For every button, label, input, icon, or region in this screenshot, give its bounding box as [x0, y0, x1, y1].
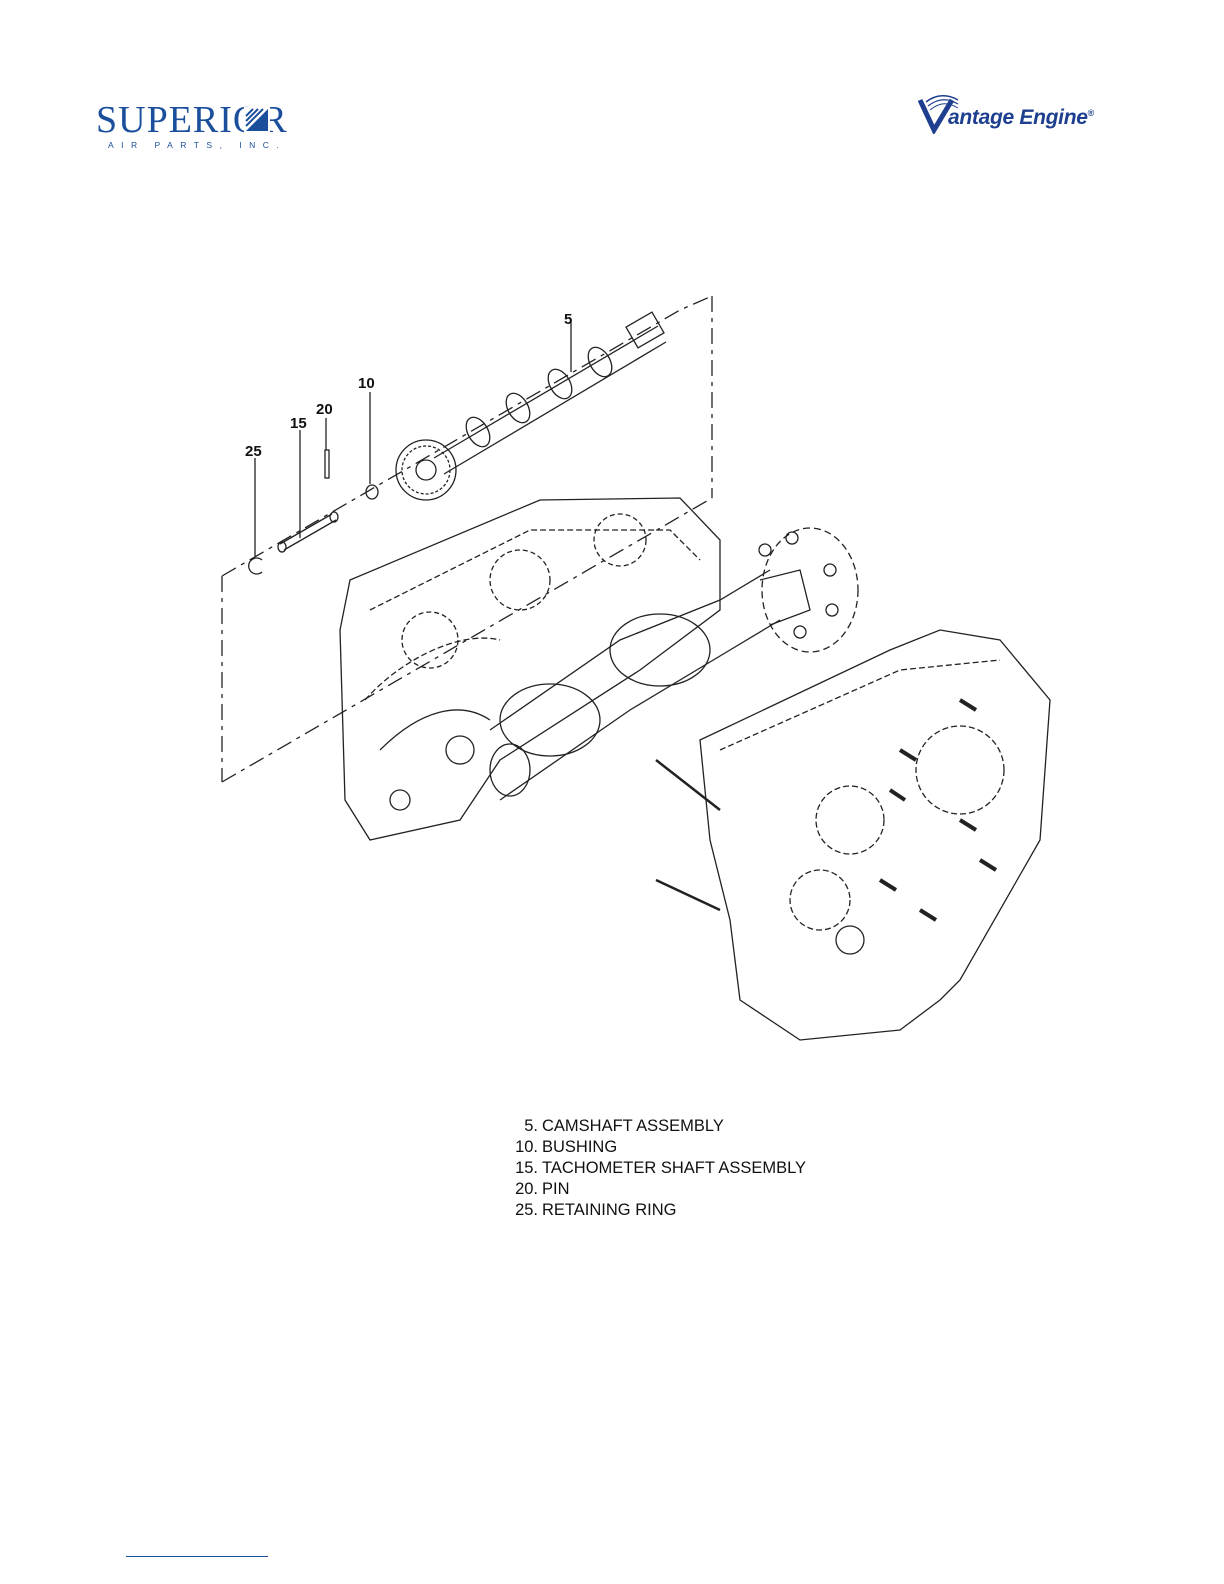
left-crankcase-half [340, 498, 720, 840]
registered-mark: ® [1088, 108, 1094, 118]
logo-subtitle: AIR PARTS, INC. [108, 140, 286, 150]
legend-number: 25. [508, 1200, 540, 1221]
logo-emblem-icon [243, 106, 271, 134]
legend-number: 15. [508, 1158, 540, 1179]
callout-20: 20 [316, 401, 333, 418]
legend-text: BUSHING [540, 1137, 617, 1158]
legend-number: 20. [508, 1179, 540, 1200]
pin-part [325, 450, 329, 478]
camshaft-exploded-diagram: 5 10 15 20 25 [200, 280, 1080, 1060]
vantage-engine-logo: antage Engine® [918, 94, 1128, 138]
legend-item: 20.PIN [508, 1179, 868, 1200]
logo-wordmark-vantage: antage Engine® [948, 106, 1094, 130]
legend-text: PIN [540, 1179, 570, 1200]
legend-text: RETAINING RING [540, 1200, 676, 1221]
callout-15: 15 [290, 415, 307, 432]
callout-10: 10 [358, 375, 375, 392]
legend-text: CAMSHAFT ASSEMBLY [540, 1116, 724, 1137]
legend-item: 15.TACHOMETER SHAFT ASSEMBLY [508, 1158, 868, 1179]
right-crankcase-half [656, 630, 1050, 1040]
legend-number: 10. [508, 1137, 540, 1158]
callout-5: 5 [564, 311, 572, 328]
retaining-ring-part [249, 558, 262, 574]
parts-legend: 5.CAMSHAFT ASSEMBLY 10.BUSHING 15.TACHOM… [508, 1116, 868, 1221]
legend-number: 5. [508, 1116, 540, 1137]
camshaft-part [396, 312, 666, 500]
legend-item: 25.RETAINING RING [508, 1200, 868, 1221]
legend-item: 5.CAMSHAFT ASSEMBLY [508, 1116, 868, 1137]
legend-item: 10.BUSHING [508, 1137, 868, 1158]
tachometer-shaft-part [280, 514, 336, 550]
legend-text: TACHOMETER SHAFT ASSEMBLY [540, 1158, 806, 1179]
crankshaft-part [490, 528, 858, 800]
superior-air-parts-logo: SUPERIOR AIR PARTS, INC. [96, 100, 326, 156]
vantage-word: antage Engine [948, 106, 1088, 129]
footer-rule [126, 1556, 268, 1557]
callout-25: 25 [245, 443, 262, 460]
